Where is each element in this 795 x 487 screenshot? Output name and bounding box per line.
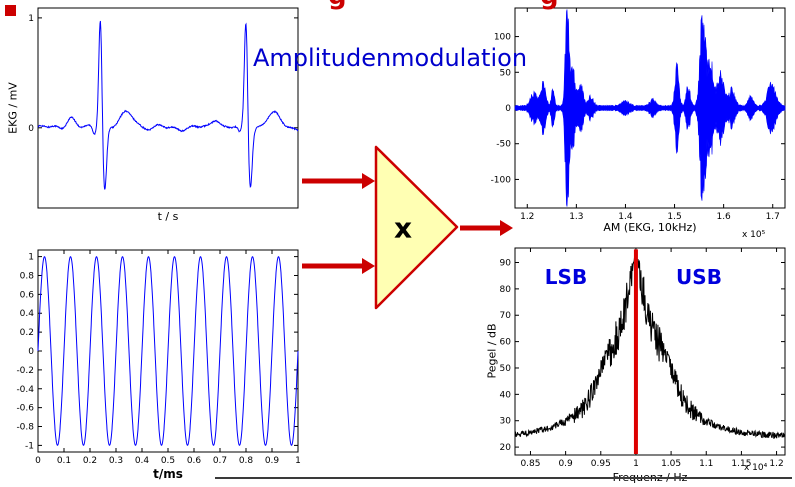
svg-text:0.9: 0.9 [265, 456, 280, 466]
spectrum-plot: 0.85 0.9 0.95 1 1.05 1.1 1.15 1.2 20 30 40 50 60 70 80… [500, 247, 786, 469]
am-x-exponent-label: x 10⁵ [742, 230, 766, 240]
svg-text:40: 40 [500, 390, 512, 400]
svg-text:0.85: 0.85 [520, 459, 540, 469]
svg-text:0.8: 0.8 [239, 456, 254, 466]
svg-text:0.7: 0.7 [213, 456, 227, 466]
bullet-square [5, 5, 16, 16]
svg-text:60: 60 [500, 338, 512, 348]
svg-text:1: 1 [28, 253, 34, 263]
svg-text:-0.4: -0.4 [16, 385, 34, 395]
svg-text:50: 50 [500, 364, 512, 374]
svg-text:0.6: 0.6 [187, 456, 202, 466]
svg-text:-100: -100 [491, 175, 512, 185]
svg-text:0.4: 0.4 [20, 309, 35, 319]
svg-text:0.4: 0.4 [135, 456, 150, 466]
svg-text:-0.2: -0.2 [16, 366, 34, 376]
svg-text:1: 1 [633, 459, 639, 469]
svg-text:0.95: 0.95 [591, 459, 611, 469]
svg-text:0.8: 0.8 [20, 271, 35, 281]
svg-text:0: 0 [35, 456, 41, 466]
svg-text:0: 0 [28, 347, 34, 357]
svg-text:1.6: 1.6 [716, 212, 731, 222]
svg-text:1.1: 1.1 [699, 459, 713, 469]
svg-text:100: 100 [494, 33, 511, 43]
clipped-heading-fragment: g [540, 0, 559, 11]
clipped-heading-fragment: g [328, 0, 347, 11]
svg-text:0.5: 0.5 [161, 456, 175, 466]
svg-text:-50: -50 [496, 140, 511, 150]
svg-text:1.3: 1.3 [569, 212, 583, 222]
spectrum-y-axis-label: Pegel / dB [485, 323, 499, 379]
carrier-x-axis-label: t/ms [153, 467, 183, 481]
svg-text:0.1: 0.1 [57, 456, 71, 466]
svg-text:1.7: 1.7 [766, 212, 780, 222]
svg-text:80: 80 [500, 285, 512, 295]
svg-text:0.9: 0.9 [558, 459, 573, 469]
carrier-sine-plot: 0 0.1 0.2 0.3 0.4 0.5 0.6 0.7 0.8 0.9 1 -1 -0.8 -0.6 -… [16, 249, 301, 466]
svg-text:90: 90 [500, 259, 512, 269]
slide-title: Amplitudenmodulation [252, 44, 528, 72]
svg-text:-0.8: -0.8 [16, 423, 34, 433]
signal-flow-arrows [302, 145, 513, 310]
lsb-label: LSB [544, 265, 588, 289]
svg-text:1: 1 [295, 456, 301, 466]
am-signal-plot: 1.2 1.3 1.4 1.5 1.6 1.7 -100 -50 0 50 100 [491, 7, 786, 222]
divider-line [215, 477, 792, 479]
svg-text:0.2: 0.2 [83, 456, 97, 466]
ekg-x-axis-label: t / s [157, 210, 179, 223]
svg-text:1.2: 1.2 [769, 459, 783, 469]
svg-text:0.2: 0.2 [20, 328, 34, 338]
ekg-plot: 01 [28, 7, 299, 209]
svg-text:1: 1 [28, 14, 34, 24]
svg-text:1.2: 1.2 [520, 212, 534, 222]
svg-text:1.5: 1.5 [667, 212, 681, 222]
multiplier-symbol: x [393, 211, 413, 245]
svg-text:1.05: 1.05 [661, 459, 681, 469]
usb-label: USB [676, 265, 722, 289]
svg-text:0.3: 0.3 [109, 456, 123, 466]
svg-text:0: 0 [28, 124, 34, 134]
am-x-axis-label: AM (EKG, 10kHz) [603, 221, 697, 234]
svg-text:70: 70 [500, 311, 512, 321]
svg-text:-1: -1 [25, 441, 34, 451]
svg-text:20: 20 [500, 443, 512, 453]
ekg-y-axis-label: EKG / mV [6, 82, 20, 134]
svg-text:-0.6: -0.6 [16, 404, 34, 414]
spectrum-x-exponent-label: x 10⁴ [744, 463, 768, 473]
svg-text:0.6: 0.6 [20, 290, 35, 300]
svg-text:1.4: 1.4 [618, 212, 633, 222]
svg-text:1.15: 1.15 [731, 459, 751, 469]
svg-text:30: 30 [500, 417, 512, 427]
svg-text:50: 50 [500, 68, 512, 78]
svg-text:0: 0 [505, 104, 511, 114]
